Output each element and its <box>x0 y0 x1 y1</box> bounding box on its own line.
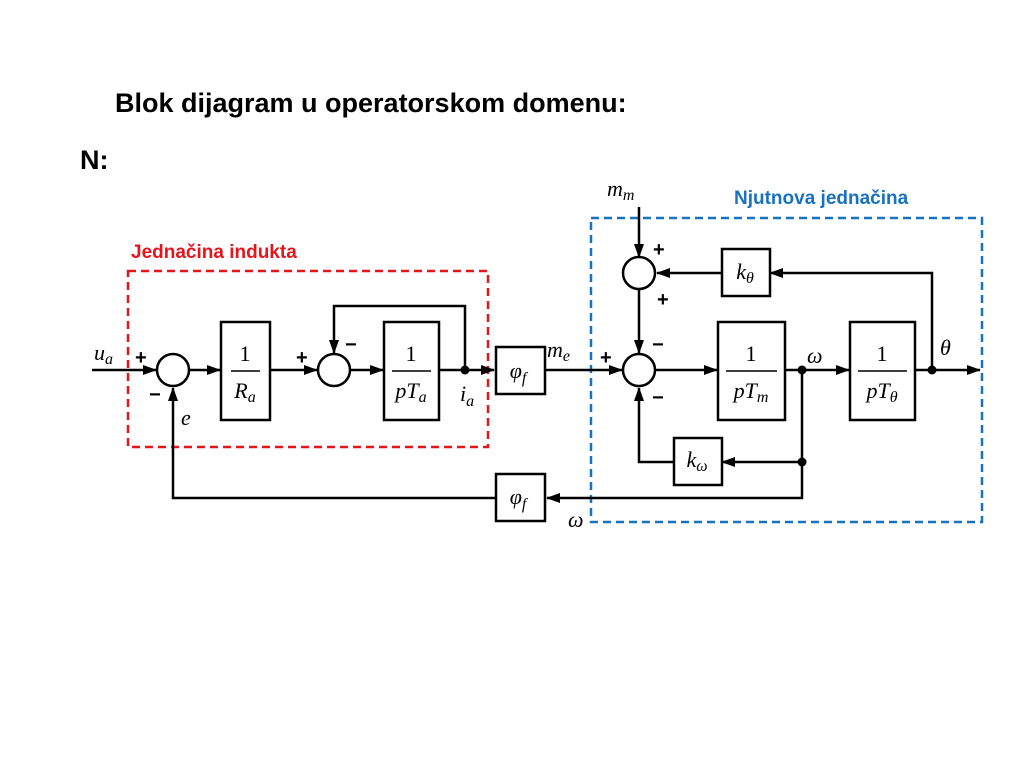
block-k-theta <box>720 247 772 298</box>
signal-e: e <box>181 405 191 430</box>
block-pttheta-num: 1 <box>877 341 888 366</box>
induct-region-box <box>126 269 490 449</box>
wire-ia-feedback <box>329 304 467 370</box>
page-subtitle: N: <box>80 145 109 175</box>
block-komega-label: kω <box>686 447 707 475</box>
sign-s2-plus: + <box>296 347 308 369</box>
junction-omega <box>797 365 807 375</box>
junction-ia <box>460 365 470 375</box>
block-ra-den: Ra <box>233 378 255 406</box>
wire-omega-phif-fb <box>546 462 804 503</box>
sign-s2-minus: − <box>345 334 357 356</box>
sign-s3-plus-top: + <box>653 239 665 261</box>
page-title: Blok dijagram u operatorskom domenu: <box>115 88 627 118</box>
junction-theta <box>927 365 937 375</box>
signal-omega-feedback: ω <box>568 507 584 532</box>
block-ptm-num: 1 <box>746 341 757 366</box>
sign-s1-plus: + <box>135 347 147 369</box>
block-ra-num: 1 <box>240 341 251 366</box>
sign-s3-plus-bottom: + <box>657 289 669 311</box>
sign-s1-minus: − <box>149 384 161 406</box>
signal-me: me <box>547 337 570 365</box>
block-pta-den: pTa <box>393 378 426 406</box>
signal-mm: mm <box>607 176 634 204</box>
block-phif-feedback-label: φf <box>510 484 529 513</box>
block-phif-forward-label: φf <box>510 358 529 387</box>
wire-phif-fb-s1 <box>168 387 496 500</box>
wire-theta-feedback <box>769 268 934 370</box>
block-k-omega <box>672 436 724 487</box>
sum-junction-4 <box>621 352 657 388</box>
block-ptm-den: pTm <box>732 378 769 406</box>
block-pttheta-den: pTθ <box>864 378 897 406</box>
sign-s4-minus-bottom: − <box>652 387 664 409</box>
block-ktheta-label: kθ <box>736 259 754 287</box>
newton-region-label: Njutnova jednačina <box>734 188 909 209</box>
induct-region-label: Jednačina indukta <box>131 242 297 263</box>
signal-ua: ua <box>94 340 113 368</box>
signal-theta: θ <box>940 335 951 360</box>
wire-komega-s4 <box>634 387 673 464</box>
signal-ia: ia <box>460 381 474 410</box>
sum-junction-3 <box>621 255 657 291</box>
block-phi-f-forward <box>494 345 547 396</box>
signal-omega: ω <box>807 343 823 368</box>
block-phi-f-feedback <box>494 472 547 523</box>
junction-omega-low <box>797 457 807 467</box>
sign-s4-minus-top: − <box>652 334 664 356</box>
sign-s4-plus: + <box>600 347 612 369</box>
sum-junction-1 <box>155 352 191 388</box>
sum-junction-2 <box>316 352 352 388</box>
block-pta-num: 1 <box>406 341 417 366</box>
